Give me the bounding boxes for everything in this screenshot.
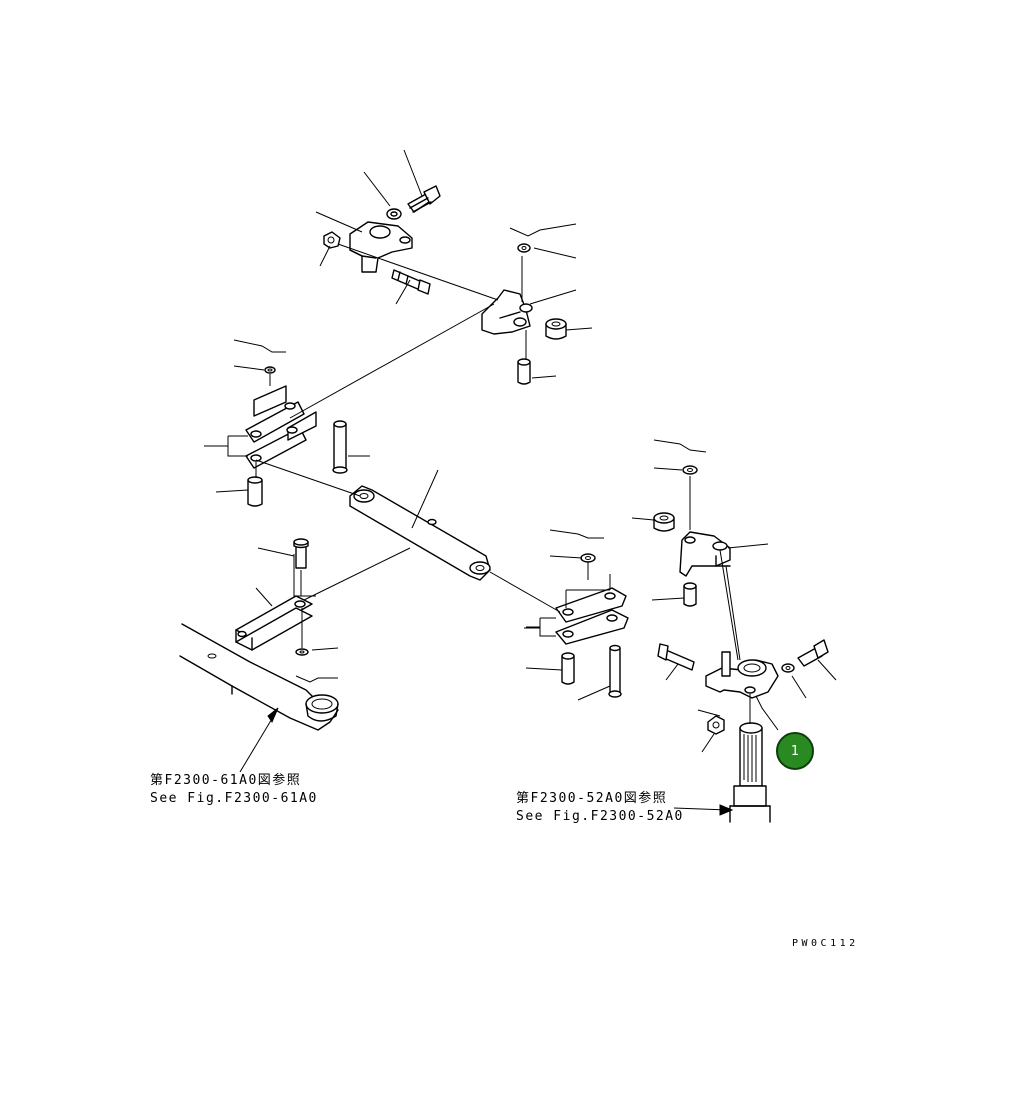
right-pin-long (608, 644, 622, 698)
top-right-arm (481, 289, 533, 335)
left-pin-long (332, 420, 348, 474)
right-plate-washer (580, 553, 596, 563)
column-upper-arm (679, 531, 731, 577)
reference-right-en: See Fig.F2300-52A0 (516, 809, 684, 824)
lower-left-clevis (235, 595, 313, 651)
drawing-code: PW0C112 (792, 938, 859, 949)
lower-left-washer (295, 648, 309, 656)
center-link-rod (349, 485, 491, 581)
lower-left-arm (179, 623, 339, 731)
grouping-brackets (204, 435, 611, 637)
leader-lines (215, 149, 837, 753)
left-lower-plate (245, 411, 317, 469)
top-nut (323, 231, 341, 249)
right-lower-plate (555, 609, 629, 645)
top-washer (386, 208, 402, 220)
top-bolt-upper (407, 185, 441, 213)
column-clamp-washer (781, 663, 795, 673)
top-bolt-lower (391, 269, 431, 295)
top-right-pin (517, 358, 531, 385)
reference-arrow-left (239, 707, 279, 773)
column-clamp-nut (707, 715, 725, 735)
column-clamp-bolt-left (657, 643, 695, 671)
reference-left-en: See Fig.F2300-61A0 (150, 791, 318, 806)
right-upper-plate (555, 587, 627, 623)
steering-column-shaft (729, 722, 771, 823)
column-lower-clamp (705, 651, 779, 699)
top-right-washer (517, 243, 531, 253)
top-lever-clamp (349, 221, 413, 273)
reference-right-jp: 第F2300-52A0図参照 (516, 791, 668, 806)
reference-left-jp: 第F2300-61A0図参照 (150, 773, 302, 788)
assembly-lines (255, 243, 751, 724)
left-upper-plate (245, 385, 305, 443)
lower-left-bolt (293, 538, 309, 569)
left-pin-short (247, 476, 263, 507)
part-callout-1[interactable]: 1 (776, 732, 814, 770)
right-pin-short (561, 652, 575, 685)
top-right-bushing (545, 318, 567, 340)
reference-arrow-right (673, 804, 734, 816)
column-washer (682, 465, 698, 475)
column-pin (683, 582, 697, 607)
column-clamp-bolt-right (797, 639, 829, 667)
column-bushing (653, 512, 675, 532)
left-washer (264, 366, 276, 374)
